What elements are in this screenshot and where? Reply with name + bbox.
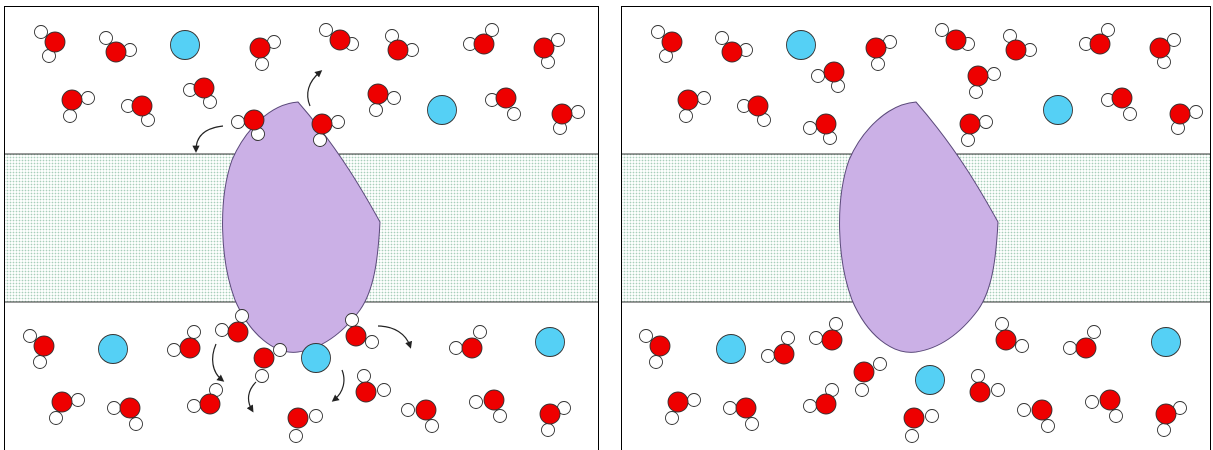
- water-molecule-icon: [449, 325, 487, 359]
- water-molecule-icon: [107, 397, 143, 431]
- water-molecule-icon: [737, 95, 771, 127]
- ion-icon: [786, 30, 816, 60]
- ion-icon: [716, 334, 746, 364]
- water-molecule-icon: [853, 357, 887, 397]
- water-molecule-icon: [1063, 325, 1101, 359]
- water-molecule-icon: [249, 35, 281, 71]
- water-molecule-icon: [935, 23, 975, 51]
- water-molecule-icon: [401, 399, 439, 433]
- water-molecule-icon: [355, 369, 391, 403]
- arrow-icon: [307, 70, 323, 107]
- water-molecule-icon: [803, 383, 839, 415]
- water-molecule-icon: [23, 329, 55, 369]
- water-molecule-icon: [959, 113, 993, 147]
- water-molecule-icon: [231, 109, 265, 141]
- water-molecule-icon: [1085, 389, 1123, 423]
- water-molecule-icon: [61, 89, 95, 123]
- membrane-protein: [222, 101, 381, 353]
- arrow-icon: [192, 125, 224, 153]
- water-molecule-icon: [677, 89, 711, 123]
- water-molecule-icon: [1017, 399, 1055, 433]
- exchange-arrows: [192, 70, 413, 413]
- water-molecule-icon: [539, 401, 571, 437]
- water-molecule-icon: [253, 343, 287, 383]
- water-molecule-icon: [385, 29, 419, 61]
- membrane-protein: [839, 101, 999, 353]
- water-molecule-icon: [187, 383, 223, 415]
- water-molecule-icon: [651, 25, 683, 63]
- water-molecule-icon: [639, 329, 671, 369]
- ion-icon: [1043, 95, 1073, 125]
- water-molecule-icon: [367, 83, 401, 117]
- water-molecule-icon: [761, 331, 795, 365]
- ion-icon: [301, 343, 331, 373]
- water-molecule-icon: [99, 31, 137, 63]
- water-molecule-icon: [319, 23, 359, 51]
- water-molecule-icon: [311, 113, 345, 147]
- ion-icon: [535, 327, 565, 357]
- water-molecule-icon: [533, 33, 565, 69]
- ion-icon: [427, 95, 457, 125]
- water-molecule-icon: [469, 389, 507, 423]
- water-molecule-icon: [345, 313, 379, 349]
- water-molecule-icon: [1003, 29, 1037, 61]
- arrow-icon: [331, 369, 345, 402]
- water-molecule-icon: [34, 25, 66, 63]
- water-molecule-icon: [803, 113, 837, 145]
- arrow-icon: [377, 325, 413, 349]
- water-molecule-icon: [463, 23, 499, 55]
- water-molecule-icon: [1101, 87, 1137, 121]
- water-molecule-icon: [967, 65, 1001, 99]
- water-molecules: [23, 23, 585, 443]
- water-molecule-icon: [551, 103, 585, 135]
- water-molecule-icon: [49, 391, 85, 425]
- panel-with-bound-water: [4, 6, 599, 450]
- water-molecule-icon: [665, 391, 701, 425]
- arrow-icon: [246, 381, 257, 413]
- water-molecule-icon: [287, 407, 323, 443]
- water-molecule-icon: [215, 309, 249, 343]
- water-molecule-icon: [121, 95, 155, 127]
- water-molecule-icon: [811, 61, 845, 93]
- water-molecule-icon: [723, 397, 759, 431]
- water-molecule-icon: [1155, 401, 1187, 437]
- water-molecule-icon: [485, 87, 521, 121]
- ion-icon: [1151, 327, 1181, 357]
- ion-icon: [170, 30, 200, 60]
- ion-icon: [915, 365, 945, 395]
- water-molecule-icon: [183, 77, 217, 109]
- water-molecule-icon: [969, 369, 1005, 403]
- water-molecule-icon: [167, 325, 201, 359]
- panel-without-bound-water: [621, 6, 1211, 450]
- water-molecule-icon: [809, 317, 843, 351]
- ions: [98, 30, 565, 373]
- water-molecule-icon: [903, 407, 939, 443]
- water-molecule-icon: [865, 35, 897, 71]
- ions: [716, 30, 1181, 395]
- water-molecule-icon: [995, 317, 1029, 353]
- water-molecule-icon: [1149, 33, 1181, 69]
- ion-icon: [98, 334, 128, 364]
- water-molecule-icon: [1169, 103, 1203, 135]
- water-molecules: [639, 23, 1203, 443]
- water-molecule-icon: [715, 31, 753, 63]
- arrow-icon: [212, 343, 225, 382]
- water-molecule-icon: [1079, 23, 1115, 55]
